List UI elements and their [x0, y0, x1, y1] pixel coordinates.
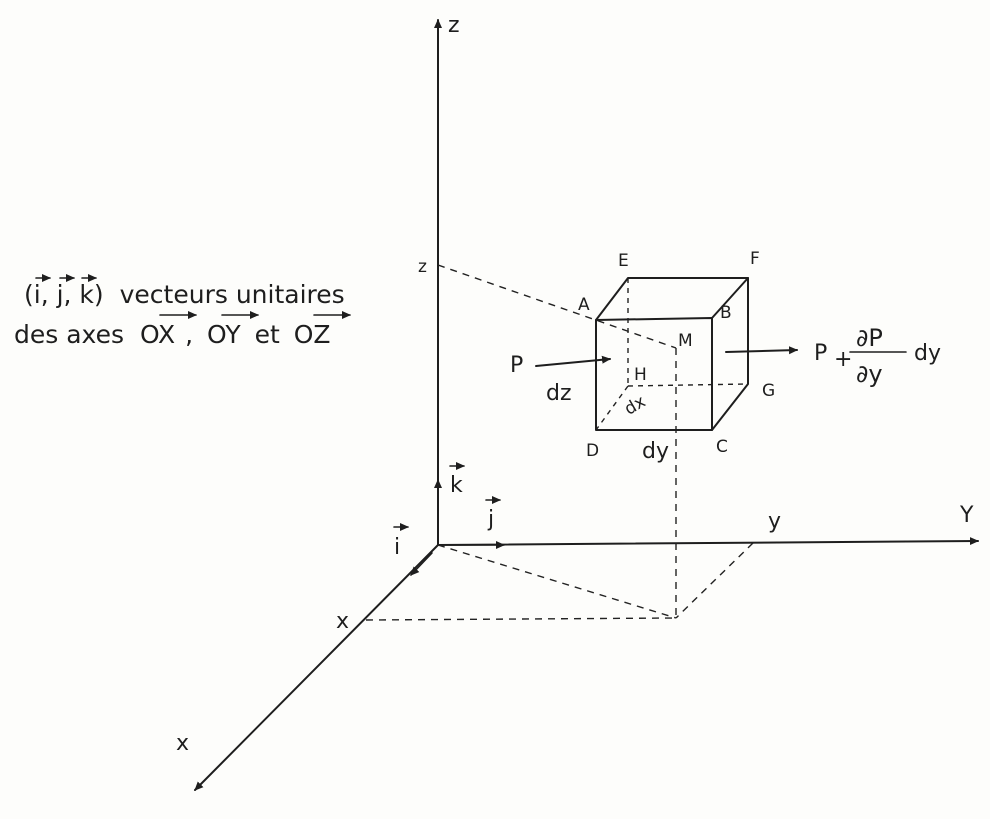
vertex-E: E [618, 251, 629, 271]
projection-y-line [675, 542, 754, 619]
j-label: j [485, 496, 501, 532]
svg-text:k: k [450, 473, 463, 498]
fluid-cube [595, 277, 749, 431]
svg-text:∂P: ∂P [856, 324, 883, 352]
x-axis-line [194, 544, 439, 791]
note-separator: , [185, 320, 193, 349]
i-label: i [393, 523, 409, 560]
vertex-M: M [678, 331, 693, 351]
x-axis-label: x [176, 731, 189, 756]
note-oy: OY [207, 320, 241, 349]
y-axis-label: Y [959, 503, 974, 528]
pressure-right-arrow [725, 346, 798, 355]
z-axis-label: z [448, 13, 460, 38]
z-coordinate-label: z [418, 257, 427, 277]
vertex-C: C [716, 437, 728, 457]
unit-vectors-note: (i, j, k) vecteurs unitaires des axes OX… [14, 274, 351, 349]
projection-origin-line [437, 544, 677, 619]
projection-z-line [437, 264, 677, 349]
y-axis-line [437, 537, 979, 546]
svg-text:+: + [834, 347, 852, 372]
vertex-D: D [586, 441, 599, 461]
dx-label: dx [621, 392, 649, 420]
i-vector [410, 552, 433, 576]
note-oz: OZ [294, 320, 331, 349]
vertex-B: B [720, 303, 732, 323]
svg-text:(i, j, k) vecteurs unita: (i, j, k) vecteurs unitaires [24, 280, 345, 309]
note-line2-prefix: des axes [14, 320, 124, 349]
svg-text:j: j [487, 507, 494, 532]
y-coordinate-label: y [768, 509, 781, 534]
pressure-right-expression: P + ∂P ∂y dy [814, 324, 941, 388]
projection-x-line [365, 617, 677, 621]
note-ox: OX [140, 320, 175, 349]
vertex-G: G [762, 381, 775, 401]
k-label: k [449, 462, 465, 498]
note-et: et [255, 320, 280, 349]
x-coordinate-label: x [336, 609, 349, 634]
note-vectors: (i, j, k) [24, 280, 104, 309]
svg-text:des axes OX ,: des axes OX , OY et OZ [14, 320, 331, 349]
svg-text:∂y: ∂y [856, 360, 883, 388]
vertex-A: A [578, 295, 590, 315]
note-line1-text: vecteurs unitaires [120, 280, 345, 309]
vertex-F: F [750, 249, 760, 269]
svg-text:i: i [394, 535, 400, 560]
dz-label: dz [546, 381, 572, 406]
vertex-H: H [634, 365, 647, 385]
pressure-left-label: P [510, 353, 523, 378]
svg-text:dy: dy [914, 341, 941, 366]
pressure-left-arrow [535, 355, 611, 367]
dy-label: dy [642, 439, 669, 464]
svg-text:P: P [814, 341, 827, 366]
